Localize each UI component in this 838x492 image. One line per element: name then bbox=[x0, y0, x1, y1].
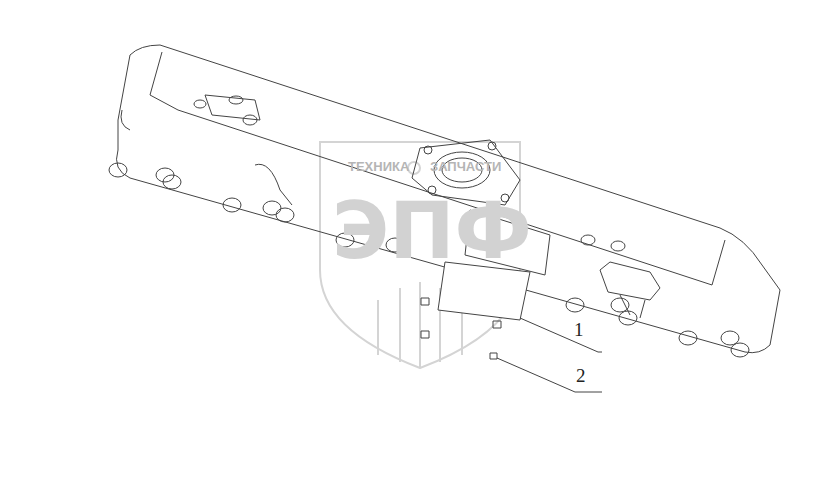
manifold-body bbox=[109, 45, 780, 357]
leader-line bbox=[497, 318, 602, 392]
watermark-text: ЗАПЧАСТИ bbox=[430, 160, 501, 173]
watermark-text: ТЕХНИКА bbox=[348, 160, 409, 173]
callout-number: 1 bbox=[574, 320, 584, 339]
nut-symbol bbox=[421, 298, 501, 359]
watermark-logo: ЭПФ bbox=[332, 192, 532, 270]
callout-number: 2 bbox=[576, 366, 586, 385]
